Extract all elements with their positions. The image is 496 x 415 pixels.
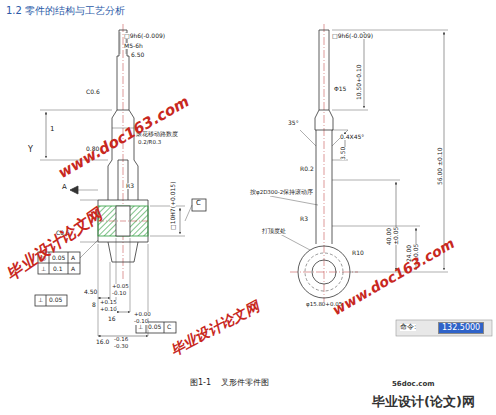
dimension-label: 6.50 <box>131 52 144 58</box>
dimension-label: 0.1 <box>53 266 63 272</box>
command-value: 132.5000 <box>438 322 484 334</box>
dimension-label: 56.00 ±0.10 <box>437 148 443 185</box>
dimension-label: 0.2/R0.3 <box>138 140 161 146</box>
dimension-label: C <box>167 324 171 330</box>
figure-caption: 图1-1 叉形件零件图 <box>190 379 269 387</box>
dimension-label: 10.50+0.10 <box>356 64 362 100</box>
dimension-label: M5-6h <box>124 43 143 49</box>
dimension-label: ⊥ <box>38 297 43 303</box>
dimension-label: 16 <box>108 316 116 322</box>
dimension-label: 0.05 <box>148 324 161 330</box>
dimension-label: □9h6(-0.009) <box>124 33 165 39</box>
dimension-label: +0.15 <box>100 300 117 306</box>
dimension-label: C <box>196 200 201 207</box>
dimension-label: 打顶度处 <box>262 229 286 235</box>
dimension-label: A <box>71 266 75 272</box>
dimension-label: □9h6(-0.009) <box>332 33 373 39</box>
dimension-label: -0.30 <box>114 344 128 350</box>
dimension-label: 1 <box>50 126 54 133</box>
watermark: www.doc163.com <box>330 236 457 317</box>
dimension-label: Y <box>28 146 33 154</box>
dimension-label: A <box>71 255 75 261</box>
dimension-label: R10 <box>352 250 364 256</box>
dimension-label: R3 <box>126 183 134 189</box>
dimension-label: ⊥ <box>41 266 46 272</box>
dimension-label: 35° <box>288 120 299 126</box>
dimension-label: R3 <box>300 216 308 222</box>
site-logo: 56doc.com <box>392 381 435 388</box>
site-logo: 毕业设计(论文)网 <box>372 395 475 408</box>
watermark: 毕业设计论文网 <box>168 299 261 357</box>
section-heading: 1.2 零件的结构与工艺分析 <box>6 6 125 16</box>
dimension-label: 3.50 <box>340 147 346 160</box>
dimension-label: Φ15 <box>334 86 346 92</box>
dimension-label: 8 <box>92 302 96 308</box>
dimension-label: 16.0 <box>96 339 109 345</box>
dimension-label: R0.2 <box>300 166 314 172</box>
dimension-label: □10H7(+0.015) <box>170 181 176 230</box>
dimension-label: +0.05 <box>112 284 129 290</box>
dimension-label: +0.10 <box>100 307 117 313</box>
dimension-label: 按φ2D300-2保持滚动序 <box>250 190 313 196</box>
dimension-label: A <box>62 184 67 191</box>
dimension-label: 0.05 <box>52 255 65 261</box>
dimension-label: -0.16 <box>114 337 128 343</box>
dimension-label: ±0.05 <box>393 227 399 245</box>
dimension-label: -0.10 <box>112 291 126 297</box>
dimension-label: 4.50 <box>84 289 97 295</box>
dimension-label: 0.4X45° <box>340 134 364 140</box>
dimension-label: C0.6 <box>86 89 100 95</box>
dimension-label: ⊥ <box>138 324 143 330</box>
dimension-label: 0.05 <box>49 297 62 303</box>
dimension-label: 命令: <box>400 324 416 331</box>
dimension-label: 40.00 <box>386 228 392 245</box>
dimension-label: +0.00 <box>134 312 151 318</box>
